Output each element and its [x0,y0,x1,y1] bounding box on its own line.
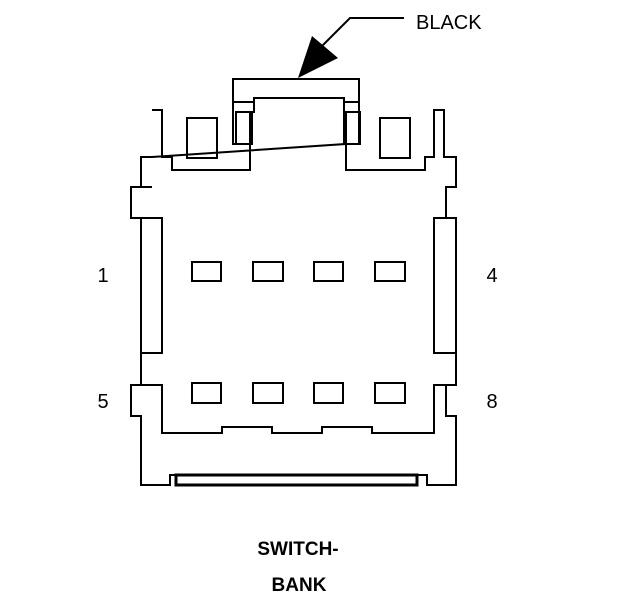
caption-line-1: SWITCH- [257,539,338,560]
keying-floor [141,384,456,434]
cavity-2 [252,261,284,282]
cavity-6 [252,382,284,404]
guide-block-right [379,117,411,159]
terminal-cavities [191,261,406,404]
connector-housing [130,109,457,487]
bottom-latch-bar [174,473,419,487]
pin-label-8: 8 [486,391,497,413]
pin-label-1: 1 [97,265,108,287]
locking-tab [232,78,361,145]
leader-line [319,17,404,49]
cavity-1 [191,261,222,282]
cavity-4 [374,261,406,282]
color-label: BLACK [416,12,482,34]
caption-line-2: BANK [272,575,327,596]
cavity-7 [313,382,344,404]
guide-block-left [186,117,218,159]
pin-label-5: 5 [97,391,108,413]
cavity-3 [313,261,344,282]
side-rail-left [140,217,163,354]
cavity-5 [191,382,222,404]
pin-label-4: 4 [486,265,497,287]
cavity-8 [374,382,406,404]
side-rail-right [433,217,457,354]
arrow-head-icon [298,36,338,78]
color-callout [298,17,404,78]
